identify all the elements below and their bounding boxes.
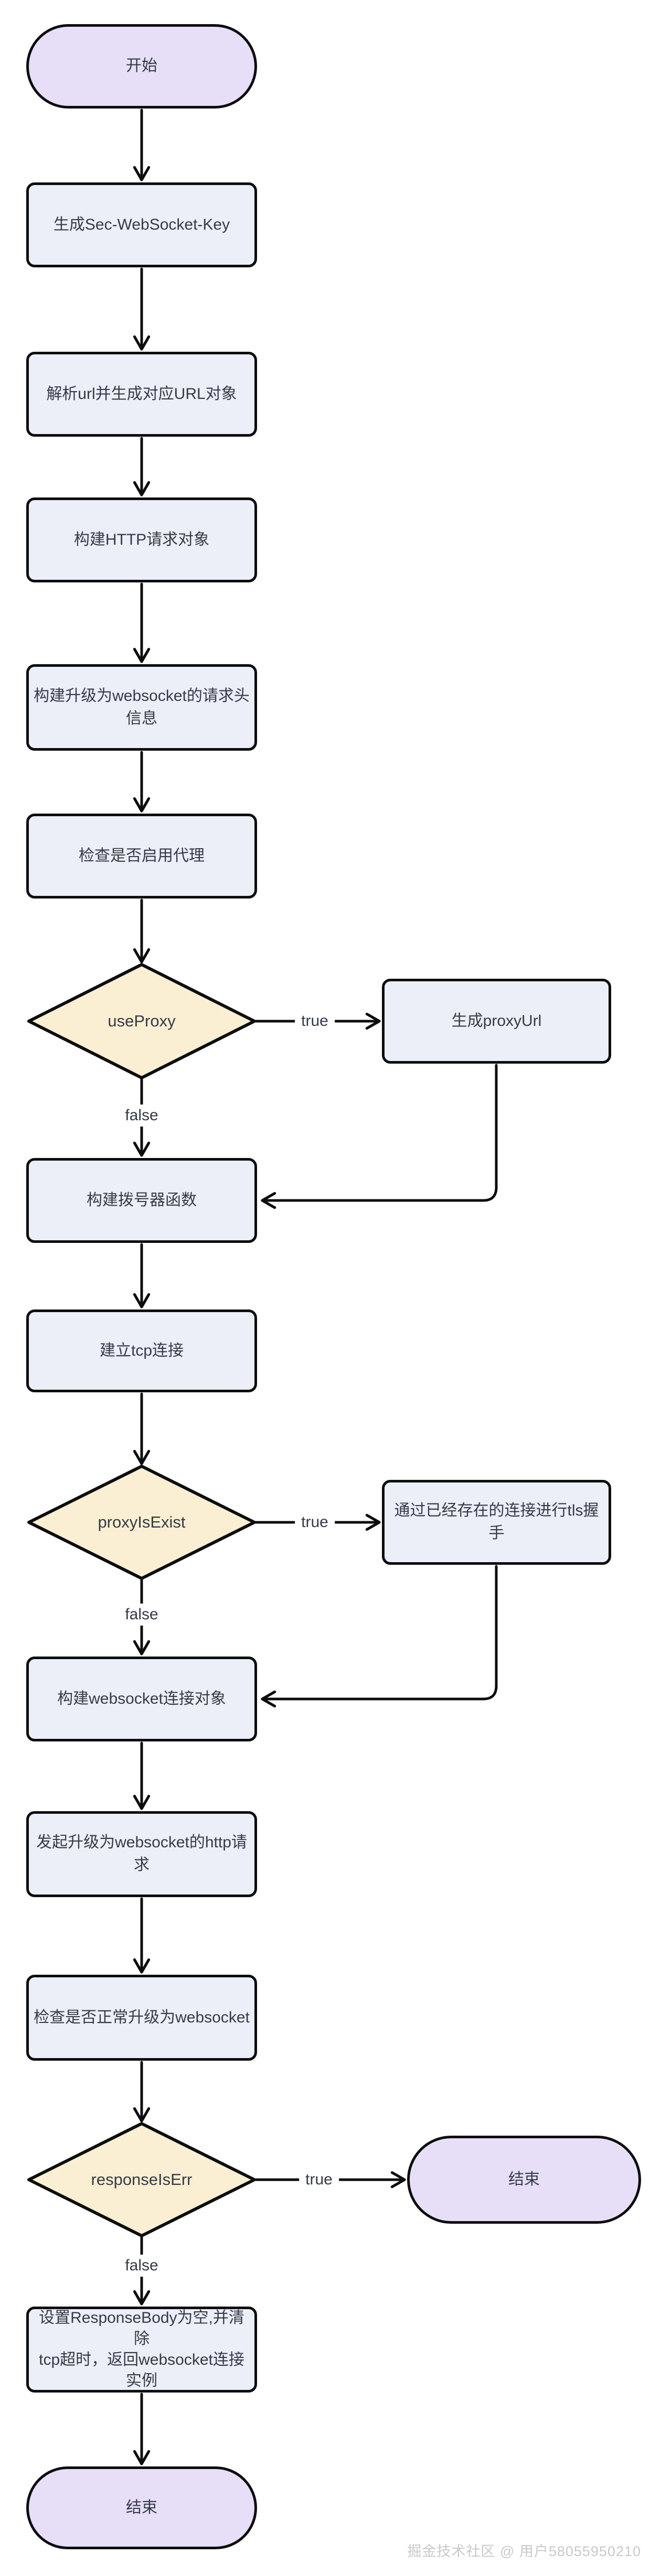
flow-node-generate-proxy-url: 生成proxyUrl: [382, 979, 611, 1064]
decision-proxy-is-exist-shape: [27, 1465, 256, 1580]
edge-label-use-proxy-true: true: [295, 1010, 335, 1032]
flow-node-end-right: 结束: [407, 2136, 641, 2224]
flow-node-establish-tcp: 建立tcp连接: [26, 1309, 257, 1392]
edge-tls-to-wsconn: [261, 1565, 498, 1708]
edge-label-use-proxy-false: false: [119, 1105, 165, 1127]
flow-node-end-bottom: 结束: [26, 2466, 257, 2549]
decision-response-is-err-label: responseIsErr: [91, 2170, 193, 2189]
flow-node-set-response-body: 设置ResponseBody为空,并清除 tcp超时，返回websocket连接…: [26, 2307, 257, 2393]
flow-node-check-upgrade: 检查是否正常升级为websocket: [26, 1975, 257, 2061]
decision-use-proxy-shape: [27, 963, 256, 1079]
decision-proxy-is-exist-label: proxyIsExist: [98, 1513, 186, 1531]
flow-node-build-http-request: 构建HTTP请求对象: [26, 497, 257, 582]
flow-node-start: 开始: [26, 24, 257, 109]
flow-node-build-dialer: 构建拨号器函数: [26, 1158, 257, 1243]
flow-node-tls-handshake: 通过已经存在的连接进行tls握手: [382, 1480, 611, 1565]
flow-node-check-proxy-enabled: 检查是否启用代理: [26, 814, 257, 899]
flow-node-build-upgrade-headers: 构建升级为websocket的请求头 信息: [26, 664, 257, 751]
decision-response-is-err-shape: [27, 2122, 256, 2237]
edge-label-proxy-is-exist-false: false: [119, 1604, 165, 1626]
flow-node-build-websocket-conn: 构建websocket连接对象: [26, 1657, 257, 1741]
flow-node-parse-url: 解析url并生成对应URL对象: [26, 352, 257, 437]
watermark-text: 掘金技术社区 @ 用户58055950210: [407, 2543, 641, 2559]
edge-label-proxy-is-exist-true: true: [295, 1511, 335, 1533]
edge-proxyurl-to-dialer: [261, 1064, 498, 1209]
edge-label-response-is-err-true: true: [299, 2169, 339, 2191]
edge-label-response-is-err-false: false: [119, 2255, 165, 2277]
decision-use-proxy-label: useProxy: [108, 1012, 176, 1030]
flow-node-generate-sec-websocket-key: 生成Sec-WebSocket-Key: [26, 182, 257, 267]
flow-node-send-upgrade-request: 发起升级为websocket的http请 求: [26, 1811, 257, 1897]
